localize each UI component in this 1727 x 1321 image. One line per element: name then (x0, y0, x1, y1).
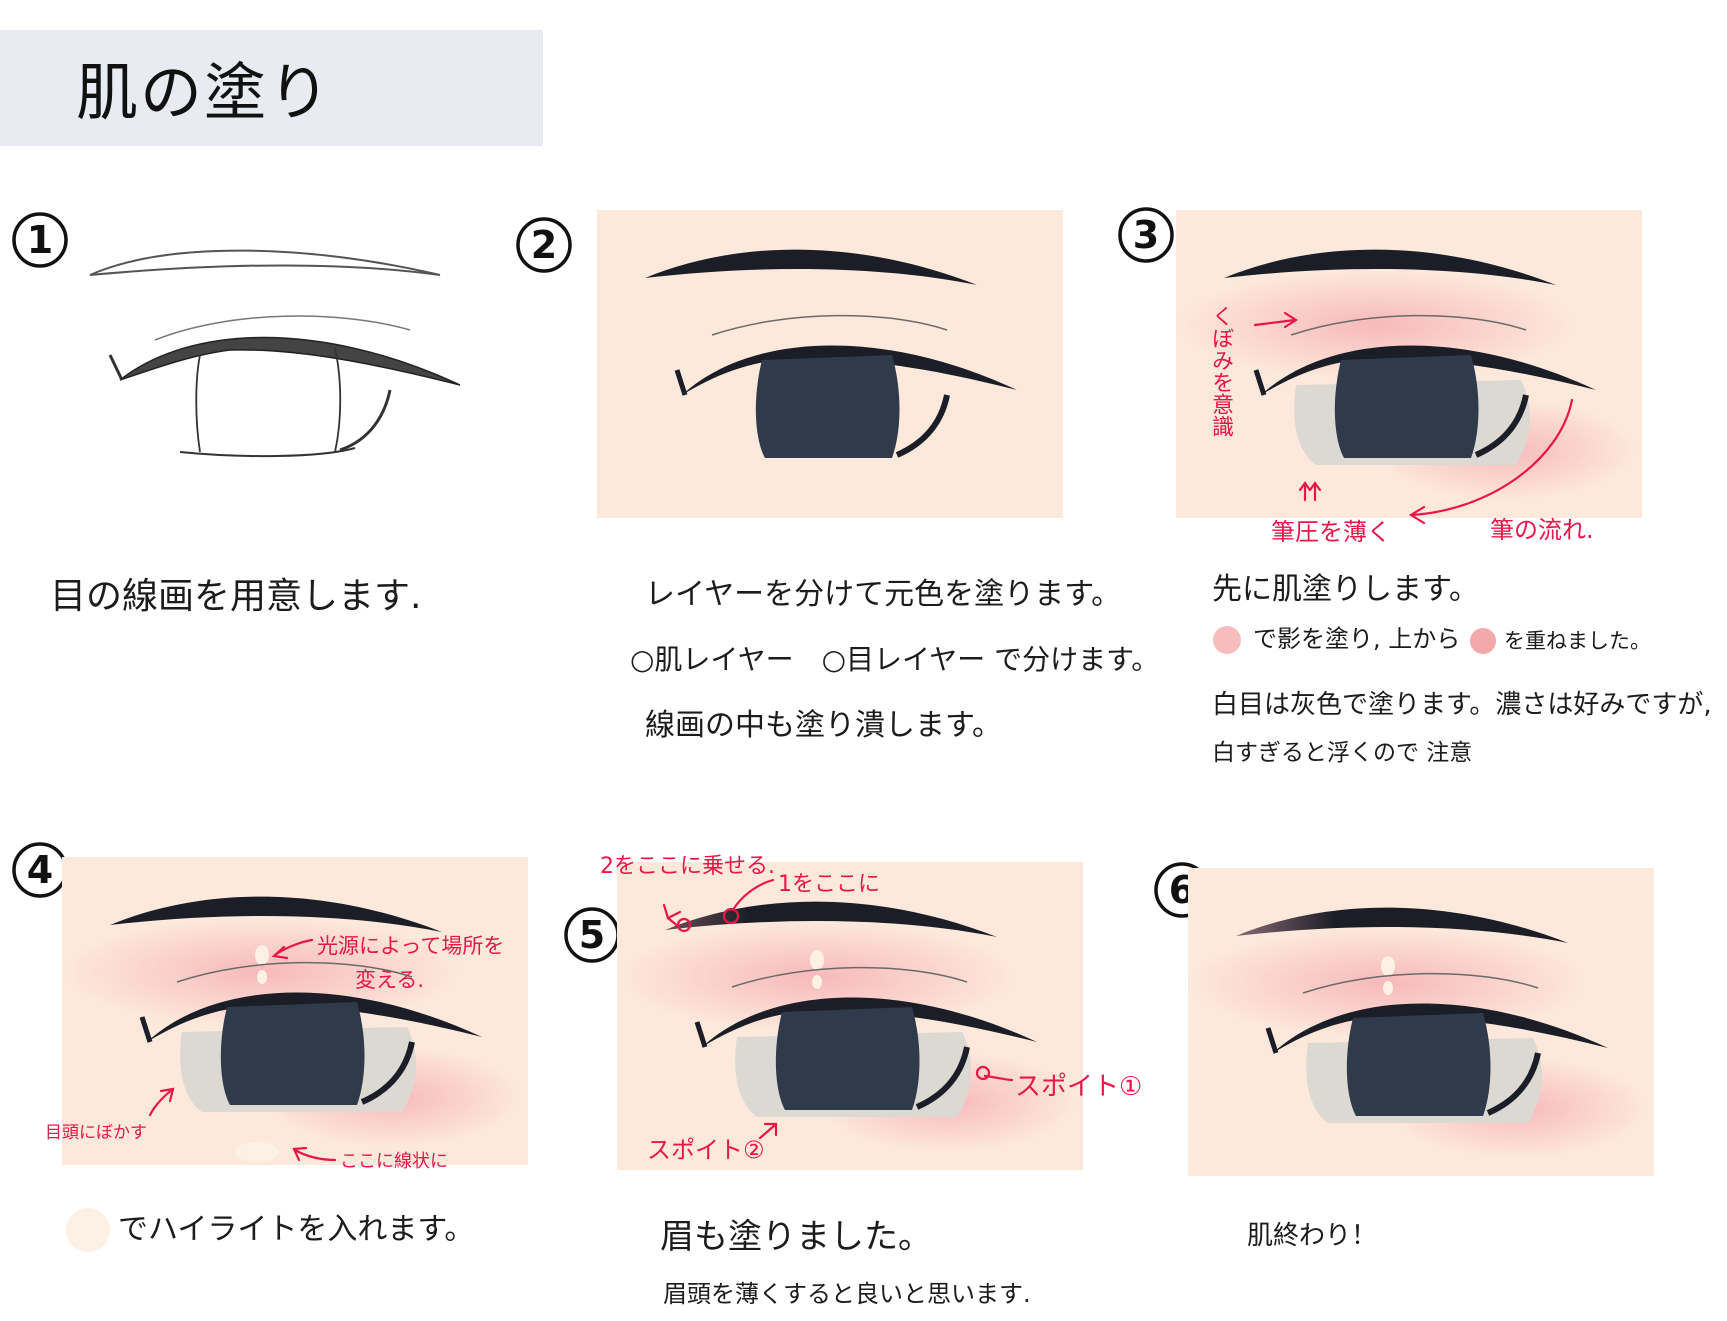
annotation-eyedropper-2: スポイト② (647, 1136, 765, 1164)
eye-skin-shading (1176, 210, 1642, 518)
step-number-2: 2 (516, 217, 572, 273)
highlight-color-swatch (66, 1208, 110, 1252)
panel-step-4-highlight (62, 857, 528, 1165)
annotation-place-one: 1をここに (778, 872, 880, 897)
annotation-inner-corner: 目頭にぼかす (45, 1123, 147, 1143)
panel-step-1-line-art (80, 230, 480, 470)
annotation-brush-flow: 筆の流れ. (1490, 516, 1594, 544)
panel-step-2-base-color (597, 210, 1063, 518)
caption-step-5-line-1: 眉も塗りました。 (660, 1217, 932, 1257)
caption-step-3-line-1: 先に肌塗りします。 (1212, 572, 1479, 607)
annotation-place-two: 2をここに乗せる. (600, 854, 775, 879)
caption-step-1: 目の線画を用意します. (50, 576, 422, 617)
annotation-kubomi: くぼみを意識 (1208, 305, 1233, 437)
caption-step-2-line-3: 線画の中も塗り潰します。 (645, 708, 1002, 743)
annotation-light-source-2: 変える. (355, 968, 425, 992)
page-title: 肌の塗り (76, 56, 333, 129)
step-number-4: 4 (12, 842, 68, 898)
svg-text:4: 4 (27, 848, 53, 892)
svg-text:1: 1 (27, 218, 53, 262)
step-number-3: 3 (1118, 207, 1174, 263)
annotation-linear: ここに線状に (340, 1151, 448, 1172)
caption-step-3-line-5: 白すぎると浮くので 注意 (1212, 740, 1473, 766)
eye-base-color (597, 210, 1063, 518)
annotation-eyedropper-1: スポイト① (1015, 1072, 1143, 1102)
annotation-light-source: 光源によって場所を (317, 934, 505, 958)
caption-step-3-line-2: で影を塗り, 上から (1253, 625, 1461, 653)
caption-step-2-line-1: レイヤーを分けて元色を塗ります。 (645, 577, 1122, 612)
annotation-hitsuatsu: 筆圧を薄く (1271, 518, 1391, 546)
svg-text:5: 5 (579, 913, 605, 957)
shadow-color-swatch (1213, 626, 1241, 654)
step-number-5: 5 (564, 907, 620, 963)
caption-step-3-line-4: 白目は灰色で塗ります。濃さは好みですが, (1212, 690, 1712, 720)
caption-step-3-line-3: を重ねました。 (1504, 629, 1651, 653)
eye-highlight (62, 857, 528, 1165)
panel-step-3-skin-shading (1176, 210, 1642, 518)
panel-step-5-brow (617, 862, 1083, 1170)
panel-step-6-finished (1188, 868, 1654, 1176)
title-band (0, 30, 543, 146)
svg-text:3: 3 (1133, 213, 1159, 257)
eye-line-art (89, 249, 461, 458)
eye-finished (1188, 868, 1654, 1176)
step-number-1: 1 (12, 212, 68, 268)
caption-step-4: でハイライトを入れます。 (118, 1212, 475, 1247)
caption-step-6: 肌終わり！ (1247, 1221, 1378, 1251)
overlay-color-swatch (1470, 628, 1496, 654)
svg-text:2: 2 (531, 223, 557, 267)
caption-step-5-line-2: 眉頭を薄くすると良いと思います. (663, 1280, 1031, 1308)
caption-step-2-line-2: ○肌レイヤー ○目レイヤー で分けます。 (630, 643, 1160, 676)
eye-brow-color (617, 862, 1083, 1170)
